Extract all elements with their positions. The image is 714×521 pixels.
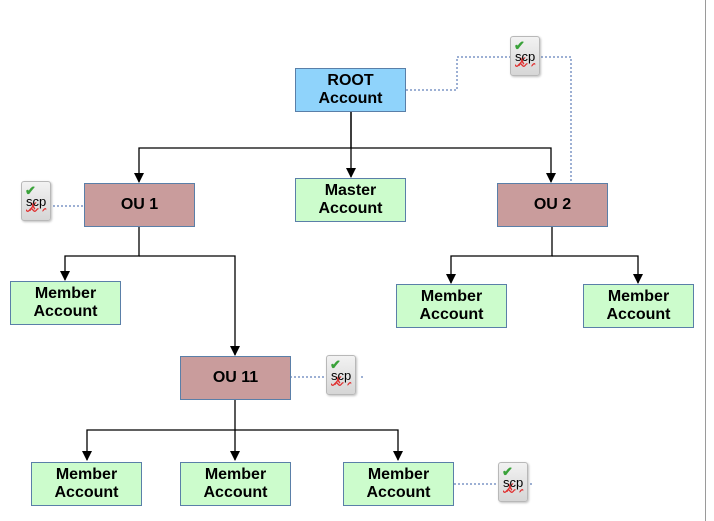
member-account-ou11-c-node: Member Account [343, 462, 454, 506]
ou1-node: OU 1 [84, 183, 195, 227]
member-line1: Member [204, 466, 267, 483]
policy-links [53, 56, 572, 485]
ou1-label: OU 1 [120, 196, 159, 213]
scp-policy-icon-ou1: ✔ ✗ scp [21, 181, 51, 221]
member-account-ou11-b-node: Member Account [180, 462, 291, 506]
scp-label: scp [503, 475, 524, 490]
check-icon: ✔ [514, 38, 525, 53]
member-line1: Member [420, 288, 483, 305]
member-line1: Member [367, 466, 430, 483]
member-line1: Member [607, 288, 670, 305]
member-account-ou2-a-node: Member Account [396, 284, 507, 328]
root-account-node: ROOT Account [295, 68, 406, 112]
check-icon: ✔ [502, 464, 513, 479]
member-line1: Member [55, 466, 118, 483]
cross-icon: ✗ [333, 374, 344, 388]
ou2-node: OU 2 [497, 183, 608, 227]
member-line2: Account [606, 306, 671, 323]
root-connectors [60, 111, 643, 461]
connector-root-ou2 [351, 147, 556, 183]
connector-ou1-member [60, 226, 140, 281]
member-account-ou11-a-node: Member Account [31, 462, 142, 506]
connector-root-ou1 [134, 111, 352, 183]
master-line2: Account [318, 200, 383, 217]
cross-icon: ✗ [28, 200, 39, 214]
connector-ou11-member-c [235, 429, 403, 461]
scp-label: scp [26, 194, 47, 209]
ou2-label: OU 2 [533, 196, 572, 213]
master-account-node: Master Account [295, 178, 406, 222]
ou11-node: OU 11 [180, 356, 291, 400]
root-line1: ROOT [327, 72, 374, 89]
member-line2: Account [366, 484, 431, 501]
member-line2: Account [33, 303, 98, 320]
policy-link-ou2 [541, 56, 572, 183]
scp-label: scp [515, 49, 536, 64]
root-line2: Account [318, 90, 383, 107]
scp-policy-icon-root: ✔ ✗ scp [510, 36, 540, 76]
scp-policy-icon-ou11: ✔ ✗ scp [326, 355, 356, 395]
member-line2: Account [203, 484, 268, 501]
connector-ou2-member-a [446, 226, 553, 284]
policy-link-root [406, 56, 510, 91]
member-line2: Account [54, 484, 119, 501]
page-edge-divider [705, 0, 706, 521]
member-line2: Account [419, 306, 484, 323]
scp-policy-icon-member: ✔ ✗ scp [498, 462, 528, 502]
cross-icon: ✗ [505, 481, 516, 495]
scp-label: scp [331, 368, 352, 383]
member-account-ou1-node: Member Account [10, 281, 121, 325]
connector-ou1-ou11 [139, 255, 240, 356]
member-line1: Member [34, 285, 97, 302]
master-line1: Master [324, 182, 377, 199]
connector-ou2-member-b [552, 255, 643, 284]
member-account-ou2-b-node: Member Account [583, 284, 694, 328]
check-icon: ✔ [330, 357, 341, 372]
check-icon: ✔ [25, 183, 36, 198]
cross-icon: ✗ [517, 55, 528, 69]
connector-ou11-member-a [82, 400, 236, 461]
ou11-label: OU 11 [212, 369, 259, 386]
